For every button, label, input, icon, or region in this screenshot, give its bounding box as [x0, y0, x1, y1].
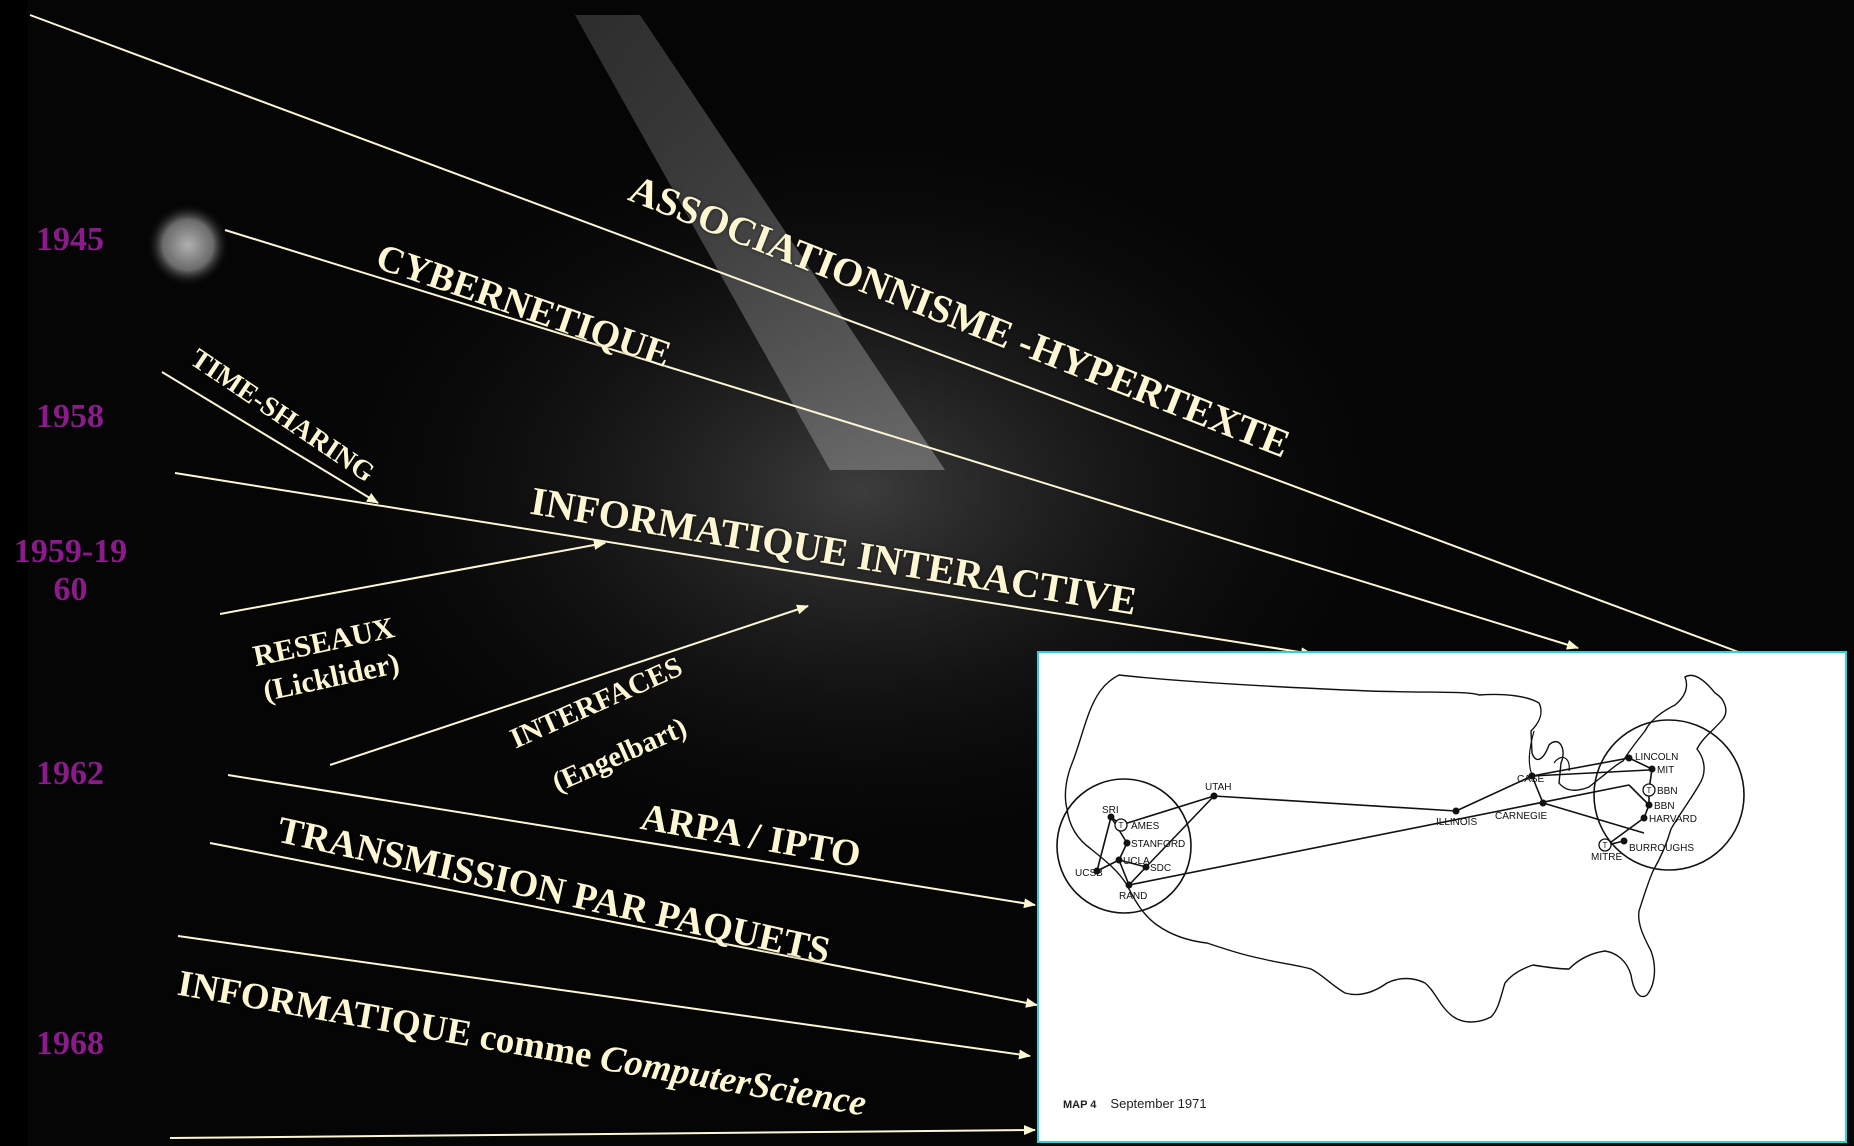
label-ames: AMES	[1131, 821, 1160, 832]
node-ucla	[1115, 856, 1123, 864]
year-1959-line2: 60	[53, 571, 88, 608]
node-illinois	[1452, 807, 1460, 815]
arpanet-map: T T T SRI AMES STANFORD UCLA UCSB SDC RA…	[1037, 651, 1847, 1143]
label-harvard: HARVARD	[1649, 814, 1697, 825]
svg-text:T: T	[1647, 786, 1652, 795]
node-harvard	[1640, 814, 1648, 822]
network-links	[1096, 757, 1653, 886]
arrow-transmission	[209, 842, 1038, 1008]
network-nodes	[1093, 754, 1656, 889]
node-labels: SRI AMES STANFORD UCLA UCSB SDC RAND UTA…	[1075, 752, 1697, 902]
arrow-arpa	[227, 774, 1036, 909]
label-case: CASE	[1517, 774, 1545, 785]
node-ames	[1114, 818, 1128, 832]
node-sdc	[1142, 863, 1150, 871]
label-illinois: ILLINOIS	[1436, 817, 1477, 828]
arrow-cybernetique	[224, 229, 1579, 650]
map-caption: MAP 4 September 1971	[1063, 1096, 1207, 1111]
map-caption-code: MAP 4	[1063, 1099, 1097, 1111]
lake-huron	[1553, 756, 1570, 772]
label-bbn1: BBN	[1657, 786, 1678, 797]
node-lincoln	[1625, 754, 1633, 762]
label-carnegie: CARNEGIE	[1495, 811, 1548, 822]
year-1958: 1958	[36, 398, 104, 435]
node-mit	[1648, 765, 1656, 773]
label-ucsb: UCSB	[1075, 868, 1103, 879]
light-beam	[575, 15, 945, 470]
year-1959-line1: 1959-19	[13, 533, 128, 570]
node-bbn2	[1645, 801, 1653, 809]
usa-outline	[1064, 674, 1727, 1023]
arrow-informatique-interactive	[174, 472, 1313, 658]
year-1962: 1962	[36, 755, 104, 792]
node-bbn1	[1642, 783, 1656, 797]
label-utah: UTAH	[1205, 782, 1231, 793]
west-coast-circle	[1056, 778, 1192, 914]
arrow-time-sharing	[161, 371, 379, 504]
arrows	[29, 14, 1761, 1139]
terminal-marks: T T T	[1119, 786, 1652, 850]
svg-text:T: T	[1603, 841, 1608, 850]
node-sri	[1107, 813, 1115, 821]
node-stanford	[1123, 839, 1131, 847]
node-utah	[1210, 792, 1218, 800]
node-case	[1528, 772, 1536, 780]
node-burroughs	[1620, 837, 1628, 845]
label-mitre: MITRE	[1591, 852, 1622, 863]
arrow-associationnisme	[29, 14, 1761, 661]
node-mitre	[1598, 838, 1612, 852]
label-stanford: STANFORD	[1131, 839, 1185, 850]
arrow-bottom	[169, 1125, 1036, 1139]
year-1959-1960: 1959-19 60	[8, 533, 133, 609]
svg-text:T: T	[1119, 821, 1124, 830]
terminal-nodes	[1114, 783, 1656, 852]
year-1968: 1968	[36, 1025, 104, 1062]
label-ucla: UCLA	[1123, 856, 1150, 867]
label-rand: RAND	[1119, 891, 1147, 902]
arrow-informatique-cs	[177, 935, 1031, 1060]
node-ucsb	[1093, 867, 1101, 875]
arpanet-map-drawing: T T T SRI AMES STANFORD UCLA UCSB SDC RA…	[1056, 674, 1745, 1023]
east-coast-circle	[1593, 719, 1745, 871]
label-sri: SRI	[1102, 805, 1119, 816]
label-mit: MIT	[1657, 765, 1674, 776]
label-bbn2: BBN	[1654, 801, 1675, 812]
arrow-reseaux	[219, 540, 606, 615]
label-burroughs: BURROUGHS	[1629, 843, 1694, 854]
glow-spot	[146, 203, 230, 287]
arrow-interfaces	[329, 604, 809, 766]
label-sdc: SDC	[1150, 863, 1171, 874]
node-carnegie	[1539, 799, 1547, 807]
label-lincoln: LINCOLN	[1635, 752, 1678, 763]
node-rand	[1125, 881, 1133, 889]
map-caption-date: September 1971	[1110, 1096, 1207, 1111]
year-1945: 1945	[36, 221, 104, 258]
